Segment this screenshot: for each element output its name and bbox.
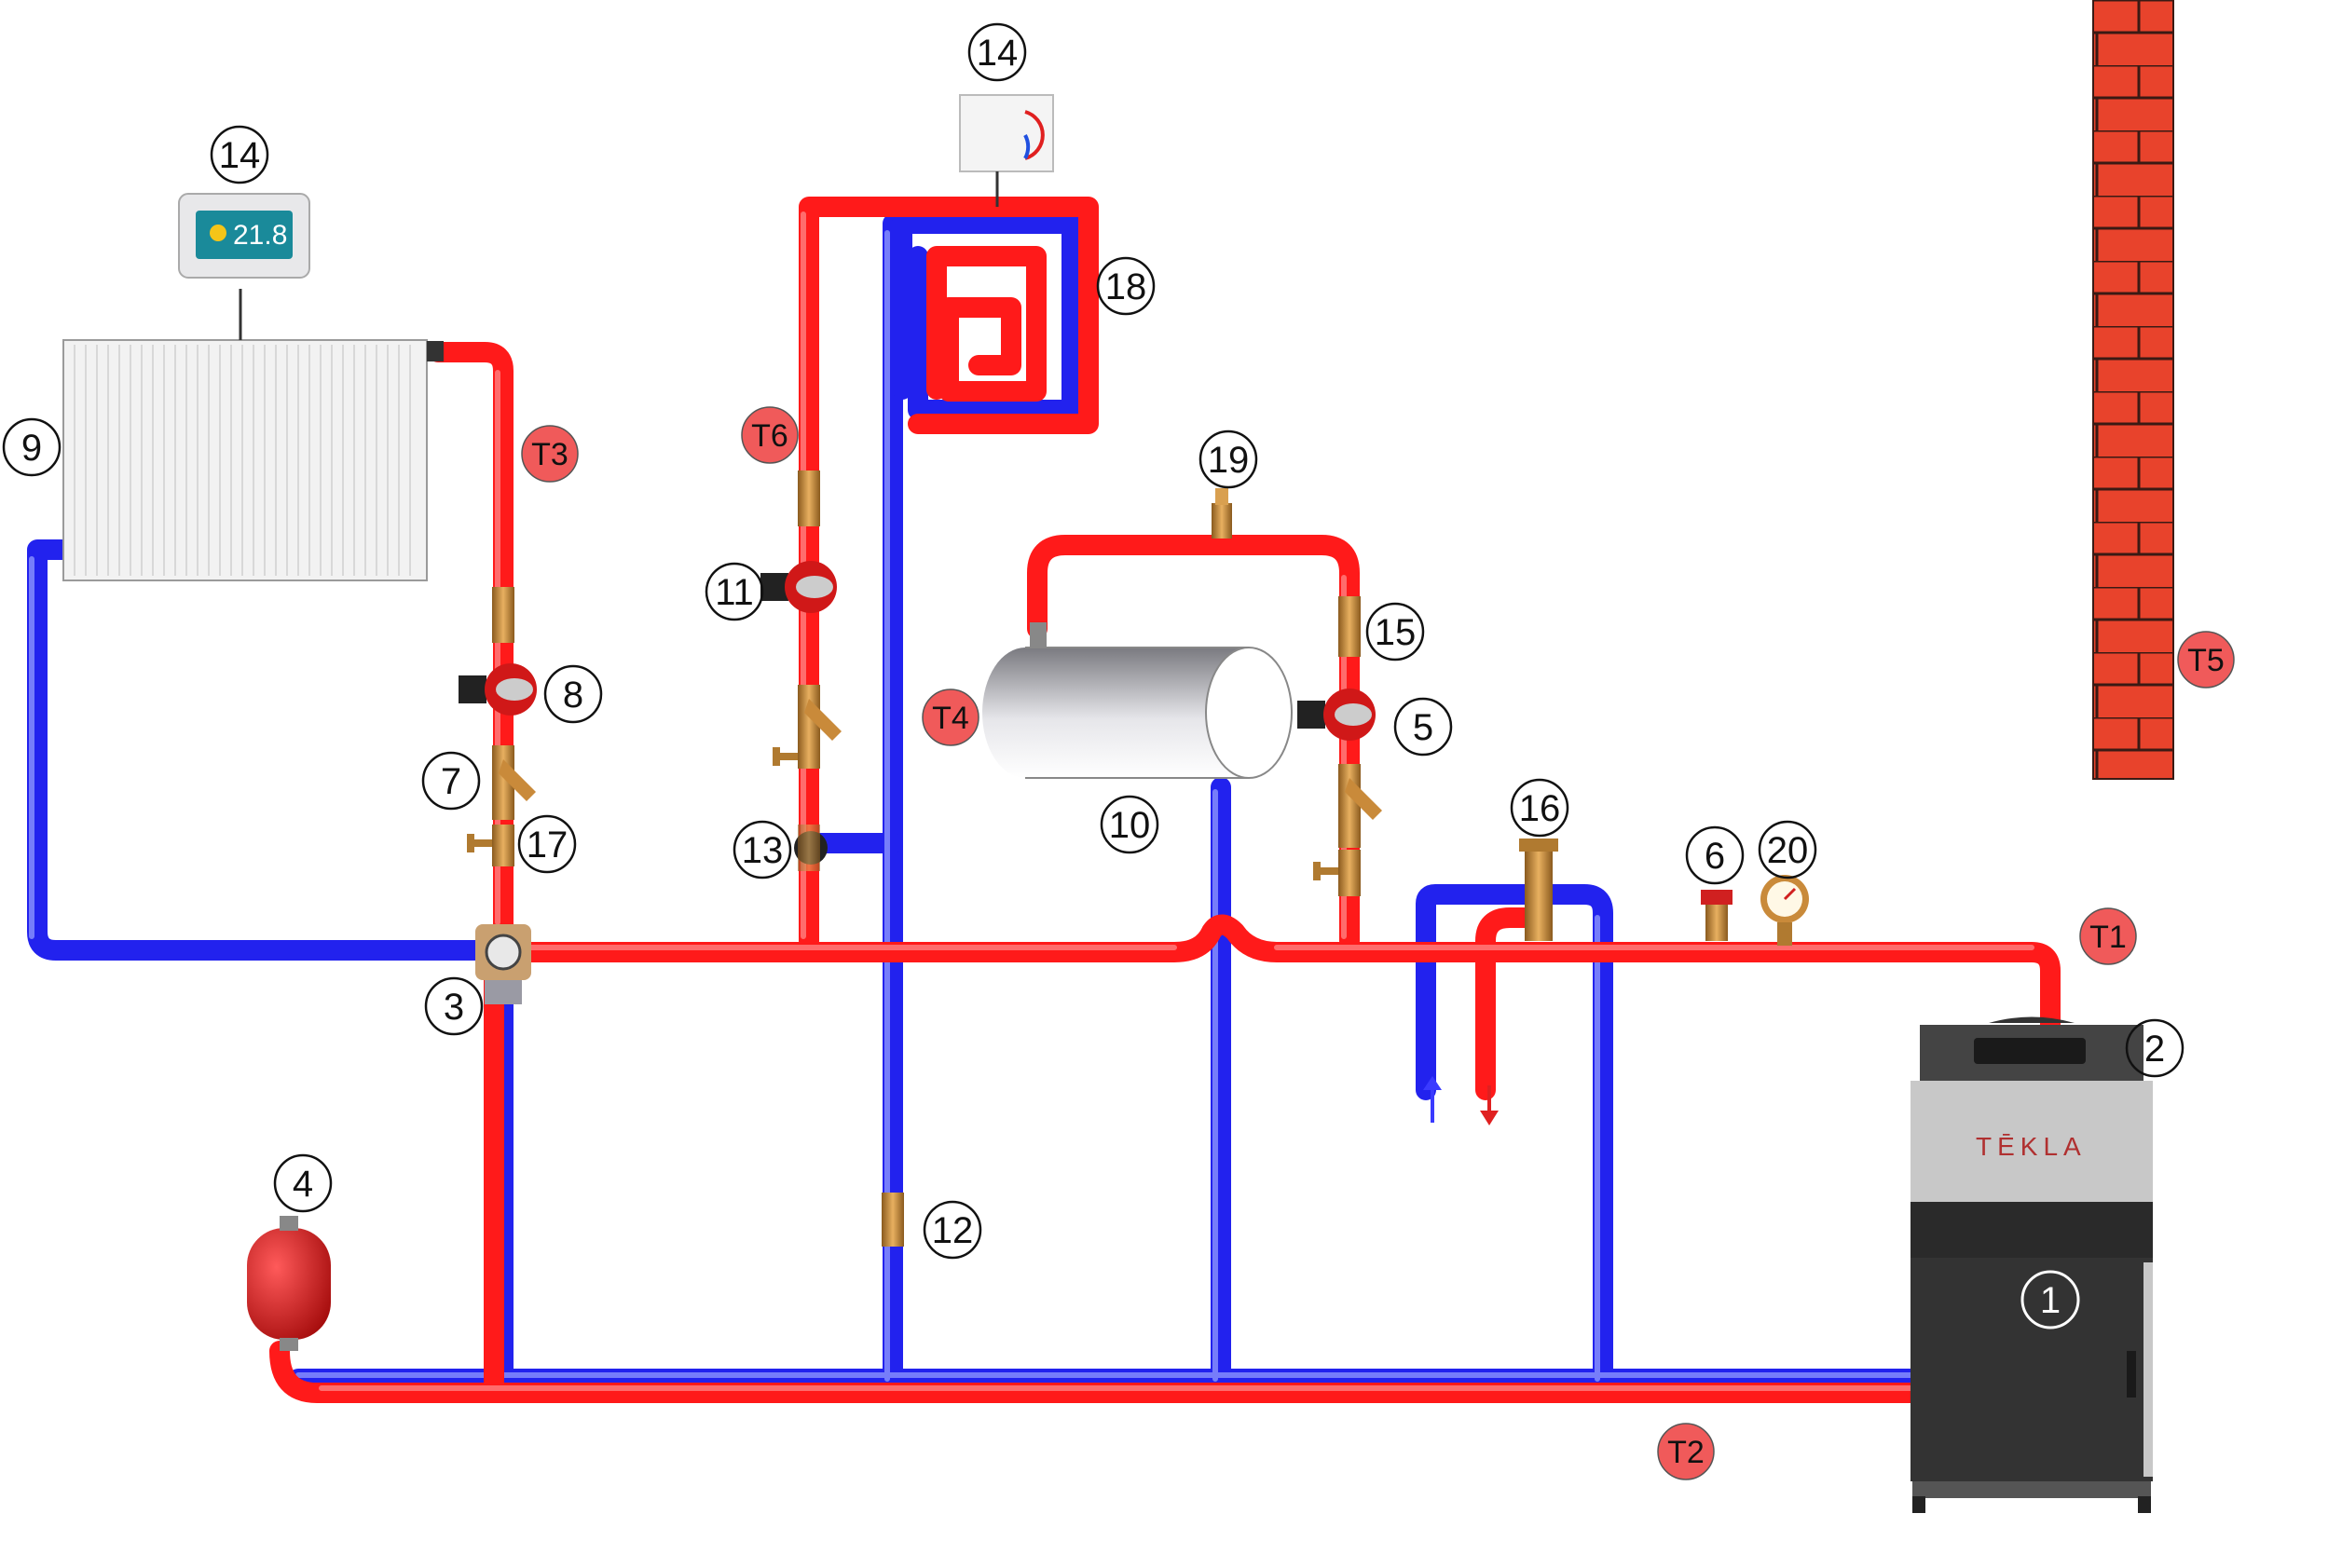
pump-5[interactable] — [1297, 689, 1376, 741]
sensor-t2: T2 — [1667, 1435, 1705, 1470]
sensor-t1: T1 — [2089, 920, 2127, 955]
component-label-texts: 1 2 3 4 5 6 7 8 9 10 11 12 13 14 14 15 1… — [21, 33, 2165, 1321]
boiler[interactable]: TĒKLA — [1911, 1016, 2153, 1514]
pump-11[interactable] — [760, 561, 837, 613]
ball-valve-17[interactable] — [467, 825, 514, 866]
label-8: 8 — [563, 675, 583, 716]
pressure-gauge-20[interactable] — [1760, 875, 1809, 946]
ball-valve-5[interactable] — [1313, 850, 1361, 896]
dial-room-thermostat[interactable] — [959, 94, 1054, 207]
mixing-valve-3[interactable] — [475, 924, 531, 1004]
weather-sun-icon — [210, 225, 226, 241]
label-7: 7 — [441, 761, 461, 802]
air-vent-19[interactable] — [1212, 488, 1232, 539]
boiler-return-pipe — [269, 1341, 1921, 1403]
filter-5[interactable] — [1338, 764, 1382, 848]
safety-group-16[interactable] — [1519, 839, 1558, 941]
label-18: 18 — [1105, 266, 1147, 307]
chimney-wall — [2092, 0, 2174, 780]
safety-valve-6[interactable] — [1701, 890, 1733, 941]
hot-water-outlet-arrow — [1480, 1085, 1499, 1125]
label-19: 19 — [1208, 440, 1250, 481]
main-supply-pipe — [512, 914, 2061, 1035]
sensor-badges — [521, 406, 2235, 1480]
tank-supply-loop — [1027, 535, 1360, 951]
room-temperature-readout: 21.8 — [233, 220, 287, 251]
boiler-brand: TĒKLA — [1976, 1132, 2087, 1161]
buffer-tank[interactable] — [982, 622, 1293, 779]
sensor-t4: T4 — [932, 701, 969, 736]
pump-8[interactable] — [459, 663, 537, 716]
sensor-t3: T3 — [531, 437, 568, 472]
dhw-red-loop — [1475, 907, 1548, 1100]
check-valve-13[interactable] — [794, 825, 828, 871]
filter-11[interactable] — [798, 685, 842, 769]
label-5: 5 — [1413, 707, 1433, 748]
touch-room-thermostat[interactable]: 21.8 — [178, 193, 310, 279]
radiator[interactable] — [62, 289, 444, 581]
label-2: 2 — [2144, 1029, 2165, 1070]
ball-valve-11[interactable] — [773, 747, 798, 766]
floor-loop-red — [926, 246, 1047, 402]
label-1: 1 — [2040, 1280, 2061, 1321]
label-6: 6 — [1705, 836, 1725, 877]
boiler-controller-2 — [1974, 1038, 2086, 1064]
label-9: 9 — [21, 428, 42, 469]
component-labels — [2, 22, 2184, 1329]
label-12: 12 — [932, 1210, 974, 1251]
radiator-supply-pipe — [428, 342, 514, 937]
loop-return-pipe — [1416, 884, 1613, 1397]
label-14-top: 14 — [977, 33, 1019, 74]
label-16: 16 — [1519, 788, 1561, 829]
floor-supply-pipe — [799, 197, 1099, 951]
flow-meter-12 — [882, 1193, 904, 1247]
label-3: 3 — [444, 987, 464, 1028]
sensor-t5: T5 — [2187, 643, 2225, 678]
label-4: 4 — [293, 1164, 313, 1205]
brass-fittings — [492, 470, 1361, 1247]
label-11: 11 — [715, 572, 754, 613]
radiator-return-pipe — [27, 539, 486, 961]
label-14-left: 14 — [219, 135, 261, 176]
sensor-label-texts: T1 T2 T3 T4 T5 T6 — [531, 418, 2225, 1470]
supply-pipes — [269, 197, 2061, 1403]
cold-water-inlet-arrow — [1423, 1076, 1442, 1123]
label-17: 17 — [527, 825, 568, 866]
label-15: 15 — [1375, 612, 1417, 653]
expansion-vessel[interactable] — [247, 1216, 331, 1351]
filter-7[interactable] — [492, 745, 536, 820]
sensor-t6: T6 — [751, 418, 788, 454]
label-13: 13 — [742, 830, 784, 871]
label-20: 20 — [1767, 830, 1809, 871]
floor-loop-blue — [892, 213, 1082, 420]
label-10: 10 — [1109, 805, 1151, 846]
